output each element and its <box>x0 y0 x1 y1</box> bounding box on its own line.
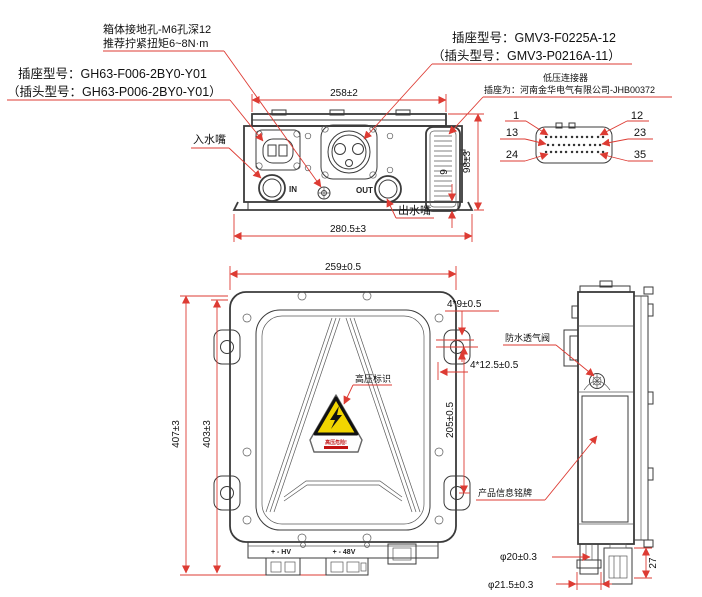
bottom-flange: + - HV + - 48V <box>247 541 439 559</box>
in-port-label: IN <box>289 185 297 194</box>
lv-connector-vendor: 插座为：河南金华电气有限公司-JHB00372 <box>484 84 655 95</box>
pin-24: 24 <box>506 149 518 161</box>
dim-nozzle-d2: φ21.5±0.3 <box>488 580 534 591</box>
outlet-label: 出水嘴 <box>398 203 431 217</box>
vent-valve <box>583 373 611 391</box>
gh63-plug-model: （插头型号：GH63-P006-2BY0-Y01） <box>7 85 222 99</box>
annotations-top-right: 插座型号：GMV3-F0225A-12 （插头型号：GMV3-P0216A-11… <box>363 30 672 140</box>
hv-sign-label: 高压标识 <box>355 373 391 384</box>
dim-height: 98±3 <box>462 150 473 173</box>
side-bottom-connector <box>603 543 633 585</box>
cover-rib-right <box>345 317 421 513</box>
pinout-detail: 1 12 13 23 24 35 <box>500 110 653 164</box>
dim-hole-pitch: 205±0.5 <box>445 402 456 439</box>
dim-403: 403±3 <box>202 299 228 574</box>
dim-phi21-5: φ21.5±0.3 <box>488 572 612 591</box>
lv-connector-title: 低压连接器 <box>543 72 588 83</box>
side-cover-plate <box>633 286 654 548</box>
pin-23: 23 <box>634 127 646 139</box>
lv48-terminal-label: + - 48V <box>333 549 356 556</box>
inlet-label: 入水嘴 <box>193 133 226 146</box>
gmv3-connector <box>320 124 378 180</box>
dim-offset-a: 4*9±0.5 <box>447 299 482 310</box>
hv-terminal-label: + - HV <box>271 549 291 556</box>
pinout-body <box>535 126 613 164</box>
nameplate-label: 产品信息铭牌 <box>478 487 532 498</box>
cover-rib-left <box>265 317 341 513</box>
dim-front-width: 259±0.5 <box>325 262 362 273</box>
vent-valve-label: 防水透气阀 <box>505 332 550 343</box>
pin-1: 1 <box>513 110 519 122</box>
cover <box>255 309 431 531</box>
dim-205: 205±0.5 <box>445 346 470 494</box>
dim-407: 407±3 <box>171 295 342 576</box>
gh63-socket-model: 插座型号：GH63-F006-2BY0-Y01 <box>18 66 207 81</box>
dim-offset-b: 4*12.5±0.5 <box>470 360 519 371</box>
annotations-top-left: 箱体接地孔-M6孔深12 推荐拧紧扭矩6~8N·m 插座型号：GH63-F006… <box>7 22 434 219</box>
nameplate-area <box>581 395 629 523</box>
in-port <box>258 174 286 202</box>
lightning-bolt-icon <box>330 406 342 429</box>
dim-foot: 9 <box>439 169 450 175</box>
dim-outer-height: 407±3 <box>171 420 182 448</box>
cover-ridge <box>283 480 403 502</box>
top-view: IN OUT 258±2 280.5±3 98±3 <box>232 88 484 242</box>
high-voltage-sticker: 高压危险! <box>309 394 363 453</box>
hv-bottom-connector <box>265 557 301 576</box>
lv-connector <box>425 126 466 212</box>
dim-inner-height: 403±3 <box>202 420 213 448</box>
sticker-warning-text: 高压危险! <box>325 439 347 446</box>
ground-hole-note-line2: 推荐拧紧扭矩6~8N·m <box>103 36 208 50</box>
dim-259: 259±0.5 <box>229 262 457 290</box>
lv48-bottom-connector <box>325 557 369 576</box>
signal-connector <box>387 543 417 565</box>
dim-27: 27 <box>634 547 659 579</box>
gmv3-socket-model: 插座型号：GMV3-F0225A-12 <box>452 30 616 45</box>
dim-280: 280.5±3 <box>233 214 473 242</box>
dim-9: 9 <box>439 169 457 228</box>
dim-nozzle-len: 27 <box>648 557 659 569</box>
out-port-label: OUT <box>356 186 373 195</box>
dim-lid-width: 258±2 <box>330 88 358 99</box>
dim-98: 98±3 <box>448 113 484 211</box>
dim-nozzle-d1: φ20±0.3 <box>500 552 537 563</box>
dim-phi20: φ20±0.3 <box>500 552 591 563</box>
dim-258: 258±2 <box>251 88 447 112</box>
pin-13: 13 <box>506 127 518 139</box>
ground-hole-note-line1: 箱体接地孔-M6孔深12 <box>103 22 211 36</box>
pin-12: 12 <box>631 110 643 122</box>
dim-base-width: 280.5±3 <box>330 224 367 235</box>
gh63-connector <box>255 129 301 171</box>
pin-35: 35 <box>634 149 646 161</box>
ground-screw <box>317 186 331 200</box>
side-view: 防水透气阀 产品信息铭牌 φ20±0.3 φ21.5±0.3 27 <box>476 280 659 591</box>
base-flange <box>232 201 474 211</box>
gmv3-plug-model: （插头型号：GMV3-P0216A-11） <box>432 49 621 63</box>
front-view: 259±0.5 高压危险! 高压标识 <box>171 262 519 576</box>
